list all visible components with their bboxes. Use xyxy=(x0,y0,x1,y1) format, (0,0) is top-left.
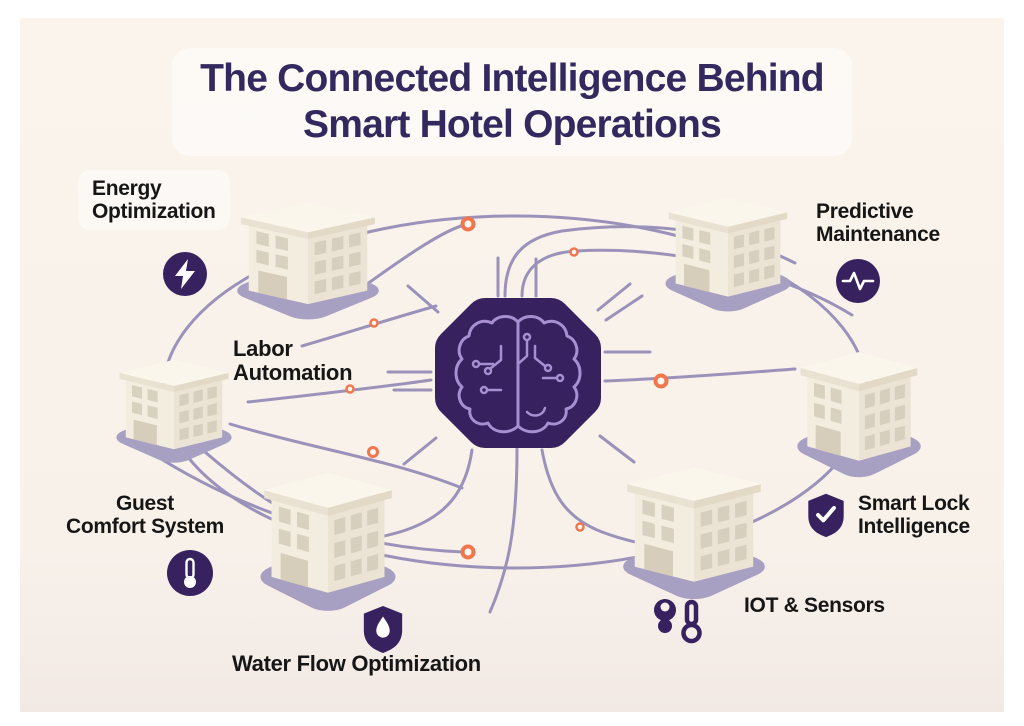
lightning-icon xyxy=(163,252,207,296)
building-bottom-left xyxy=(246,446,410,614)
label-water-flow-optimization: Water Flow Optimization xyxy=(232,651,481,676)
label-line: Optimization xyxy=(92,200,216,224)
label-predictive-maintenance: Predictive Maintenance xyxy=(816,200,940,246)
label-line: Water Flow Optimization xyxy=(232,651,481,676)
label-line: Automation xyxy=(233,360,353,386)
connector-nodes xyxy=(345,216,669,560)
label-line: Labor xyxy=(233,336,293,361)
label-energy-optimization: Energy Optimization xyxy=(78,170,230,231)
label-line: Comfort System xyxy=(66,515,224,539)
label-line: Guest xyxy=(115,492,174,515)
building-top-right xyxy=(652,176,804,314)
thermometer-icon xyxy=(167,550,213,596)
label-line: Predictive xyxy=(816,200,914,223)
label-line: Intelligence xyxy=(858,515,970,539)
label-line: Smart Lock xyxy=(858,492,970,515)
label-line: Energy xyxy=(92,177,162,200)
title-line-1: The Connected Intelligence Behind xyxy=(200,57,824,100)
building-bottom-right xyxy=(608,442,780,602)
building-top-left xyxy=(222,180,394,322)
title-line-2: Smart Hotel Operations xyxy=(302,103,722,147)
building-mid-left xyxy=(104,340,244,465)
label-iot-and-sensors: IOT & Sensors xyxy=(744,594,885,617)
shield-check-icon xyxy=(804,492,848,538)
sensor-pin-and-thermometer-icon xyxy=(654,599,702,644)
pulse-icon xyxy=(836,259,880,303)
label-guest-comfort-system: Guest Comfort System xyxy=(50,492,240,538)
page-title: The Connected Intelligence Behind Smart … xyxy=(0,48,1024,157)
building-mid-right xyxy=(784,328,934,480)
label-labor-automation: Labor Automation xyxy=(233,336,353,386)
label-line: IOT & Sensors xyxy=(744,594,885,617)
label-line: Maintenance xyxy=(816,223,940,247)
label-smart-lock-intelligence: Smart Lock Intelligence xyxy=(858,492,970,538)
shield-water-drop-icon xyxy=(360,604,406,654)
brain-circuit-icon xyxy=(435,298,601,448)
